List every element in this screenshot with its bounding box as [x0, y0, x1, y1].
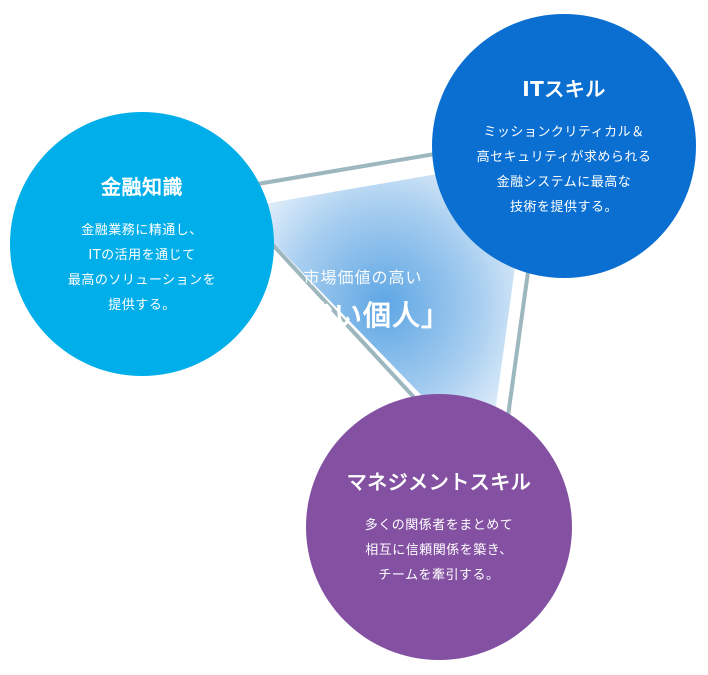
desc-line: 金融システムに最高な — [496, 174, 632, 190]
desc-line: ITの活用を通じて — [88, 247, 196, 263]
finance-knowledge-description: 金融業務に精通し、 ITの活用を通じて 最高のソリューションを 提供する。 — [68, 218, 216, 318]
desc-line: 相互に信頼関係を築き、 — [365, 543, 513, 558]
desc-line: ミッションクリティカル＆ — [483, 124, 645, 140]
desc-line: 多くの関係者をまとめて — [364, 518, 514, 533]
center-subtitle: 市場価値の高い — [303, 268, 423, 287]
desc-line: 提供する。 — [108, 297, 176, 313]
desc-line: 高セキュリティが求められる — [476, 149, 652, 165]
management-skill-description: 多くの関係者をまとめて 相互に信頼関係を築き、 チームを牽引する。 — [365, 513, 514, 588]
management-skill-title: マネジメントスキル — [346, 470, 532, 494]
desc-line: チームを牽引する。 — [378, 568, 500, 583]
desc-line: 技術を提供する。 — [509, 199, 618, 215]
finance-knowledge-title: 金融知識 — [101, 174, 183, 199]
it-skill-title: ITスキル — [522, 76, 606, 101]
triangle-fill — [240, 158, 530, 464]
it-skill-description: ミッションクリティカル＆ 高セキュリティが求められる 金融システムに最高な 技術… — [477, 120, 652, 220]
desc-line: 金融業務に精通し、 — [81, 222, 203, 238]
finance-knowledge-circle: 金融知識 金融業務に精通し、 ITの活用を通じて 最高のソリューションを 提供す… — [10, 112, 274, 376]
center-title: 「強い個人」 — [275, 299, 450, 332]
it-skill-circle: ITスキル ミッションクリティカル＆ 高セキュリティが求められる 金融システムに… — [432, 14, 696, 278]
desc-line: 最高のソリューションを — [67, 272, 217, 288]
management-skill-circle: マネジメントスキル 多くの関係者をまとめて 相互に信頼関係を築き、 チームを牽引… — [306, 394, 572, 660]
center-label: 市場価値の高い 「強い個人」 — [263, 264, 463, 334]
